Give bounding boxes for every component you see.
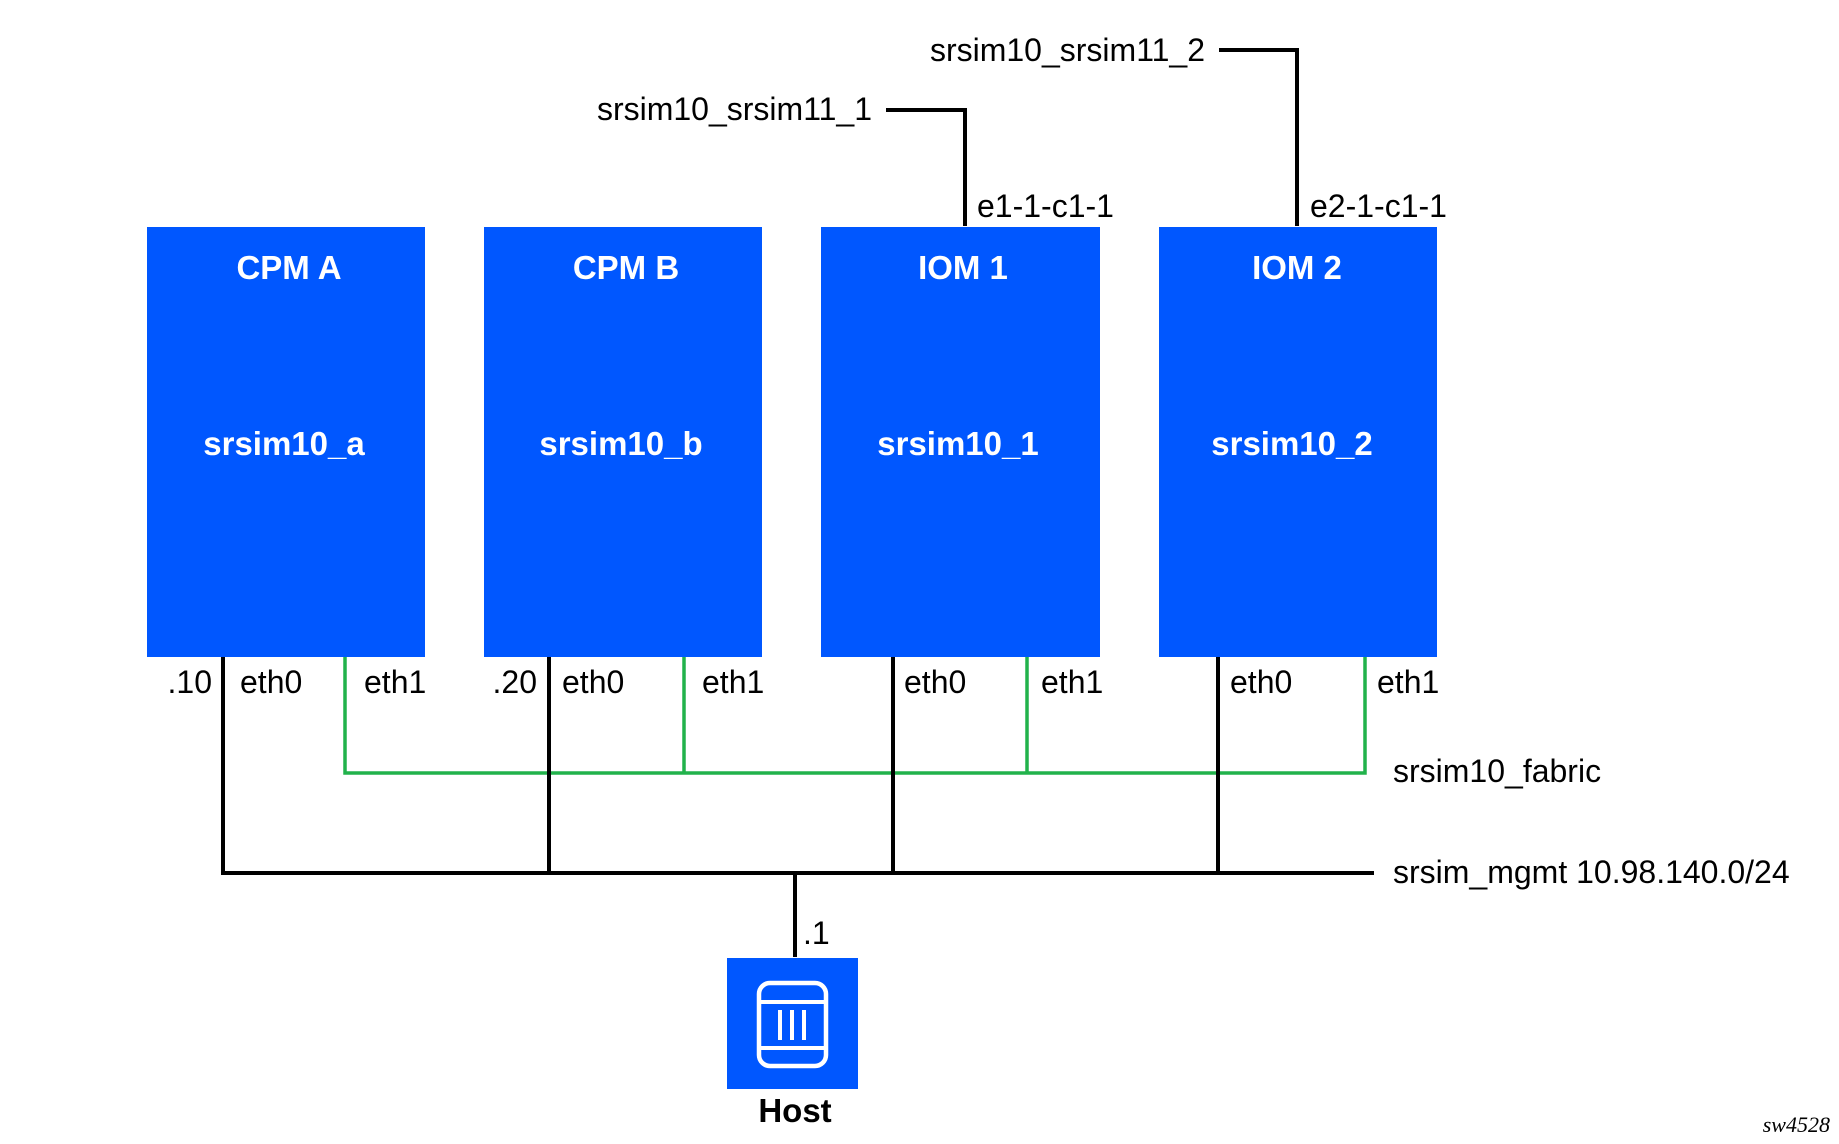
card-title: IOM 2: [1252, 249, 1342, 286]
eth1-label-cpm-b: eth1: [702, 664, 764, 700]
host-label: Host: [758, 1092, 831, 1129]
link-label-1: srsim10_srsim11_1: [597, 91, 872, 127]
eth0-label-iom-2: eth0: [1230, 664, 1292, 700]
card-title: CPM B: [573, 249, 679, 286]
fabric-network: [343, 657, 1367, 775]
card-node-name: srsim10_1: [877, 425, 1038, 462]
card-node-name: srsim10_2: [1211, 425, 1372, 462]
card-box: [147, 227, 425, 657]
eth0-label-iom-1: eth0: [904, 664, 966, 700]
server-icon: [756, 980, 829, 1069]
host-node: Host: [727, 958, 858, 1129]
eth0-label-cpm-a: eth0: [240, 664, 302, 700]
mgmt-network-label: srsim_mgmt 10.98.140.0/24: [1393, 854, 1790, 890]
mgmt-network: [221, 657, 1374, 957]
card-iom-1: IOM 1 srsim10_1: [821, 227, 1100, 657]
eth1-label-iom-1: eth1: [1041, 664, 1103, 700]
link-label-2: srsim10_srsim11_2: [930, 32, 1205, 68]
card-node-name: srsim10_a: [203, 425, 365, 462]
card-cpm-b: CPM B srsim10_b: [484, 227, 762, 657]
fabric-network-label: srsim10_fabric: [1393, 753, 1601, 789]
card-box: [1159, 227, 1437, 657]
card-title: IOM 1: [918, 249, 1008, 286]
figure-tag: sw4528: [1763, 1112, 1830, 1137]
link-line-srsim10-srsim11-1: [886, 108, 967, 226]
port-label-iom2: e2-1-c1-1: [1310, 188, 1447, 224]
host-ip-label: .1: [803, 915, 830, 951]
eth0-label-cpm-b: eth0: [562, 664, 624, 700]
mgmt-bus: [221, 657, 1374, 875]
eth1-label-cpm-a: eth1: [364, 664, 426, 700]
card-iom-2: IOM 2 srsim10_2: [1159, 227, 1437, 657]
port-label-iom1: e1-1-c1-1: [977, 188, 1114, 224]
ip-label-cpm-a: .10: [168, 664, 212, 700]
ip-label-cpm-b: .20: [493, 664, 537, 700]
eth1-label-iom-2: eth1: [1377, 664, 1439, 700]
link-line-srsim10-srsim11-2: [1219, 48, 1299, 226]
card-cpm-a: CPM A srsim10_a: [147, 227, 425, 657]
card-node-name: srsim10_b: [539, 425, 702, 462]
fabric-bus: [343, 657, 1367, 775]
card-box: [821, 227, 1100, 657]
card-box: [484, 227, 762, 657]
card-title: CPM A: [236, 249, 341, 286]
